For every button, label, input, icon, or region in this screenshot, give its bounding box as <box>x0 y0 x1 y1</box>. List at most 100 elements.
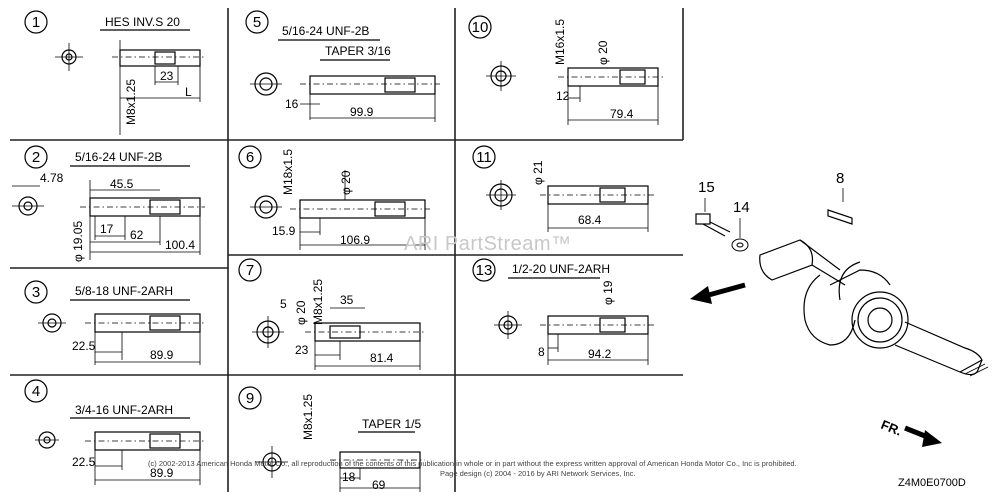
cell-11-number: 11 <box>476 149 492 166</box>
cell-7-label-5: 5 <box>280 297 287 311</box>
cell-4-shaft-drawing <box>35 417 205 485</box>
cell-6-label-m18: M18x1.5 <box>281 149 295 195</box>
cell-3-label-225: 22.5 <box>72 339 96 353</box>
cell-2-number: 2 <box>32 149 40 166</box>
grid-lines <box>10 8 684 492</box>
direction-arrow-icon <box>690 282 746 304</box>
watermark: ARI PartStream™ <box>404 233 572 255</box>
cell-2-label-thread: 5/16-24 UNF-2B <box>75 150 162 164</box>
cell-4-number-badge <box>24 379 48 403</box>
cell-10-number-badge <box>468 15 492 39</box>
cell-9: 9 M8x1.25 TAPER 1/5 18 69 <box>238 386 425 492</box>
exploded-view: 15 14 8 <box>690 170 989 447</box>
cell-7-label-35: 35 <box>340 293 354 307</box>
cell-3-label-899: 89.9 <box>150 348 174 362</box>
cell-6-label-phi: φ 20 <box>339 170 353 195</box>
cell-10-label-m16: M16x1.5 <box>553 19 567 65</box>
cell-11: 11 φ 21 68.4 <box>472 145 655 232</box>
cell-7-label-814: 81.4 <box>370 351 394 365</box>
cell-2: 2 5/16-24 UNF-2B 4.78 45.5 φ 19.05 17 62… <box>12 145 205 262</box>
cell-13-number-badge <box>472 258 496 282</box>
cell-13-shaft-drawing <box>494 277 655 365</box>
cell-3-number-badge <box>24 280 48 304</box>
cell-6-label-159: 15.9 <box>272 224 296 238</box>
cell-1-number-badge <box>24 10 48 34</box>
cell-1-label-hes: HES INV.S 20 <box>105 15 180 29</box>
part-15-number: 15 <box>698 179 715 196</box>
front-arrow-icon <box>904 425 942 447</box>
cell-1-shaft-drawing <box>55 29 205 135</box>
cell-13-number: 13 <box>476 262 493 279</box>
cell-7-label-phi: φ 20 <box>294 300 308 325</box>
cell-2-label-1004: 100.4 <box>165 238 195 252</box>
cell-6-number: 6 <box>246 149 254 166</box>
cell-5: 5 5/16-24 UNF-2B TAPER 3/16 16 99.9 <box>245 10 440 122</box>
cell-3-number: 3 <box>32 284 40 301</box>
cell-1-number: 1 <box>32 14 40 31</box>
cell-5-label-taper: TAPER 3/16 <box>325 44 391 58</box>
cell-13-label-942: 94.2 <box>588 347 612 361</box>
cell-5-label-999: 99.9 <box>350 105 374 119</box>
cell-7: 7 5 35 φ 20 M8x1.25 23 81.4 <box>238 258 425 370</box>
front-label: FR. <box>879 417 904 439</box>
copyright-line-1: (c) 2002-2013 American Honda Motor Co., … <box>148 459 797 468</box>
diagram-code: Z4M0E0700D <box>898 477 966 489</box>
cell-5-number-badge <box>245 10 269 34</box>
cell-4-label-225: 22.5 <box>72 455 96 469</box>
cell-11-label-684: 68.4 <box>578 213 602 227</box>
cell-7-number: 7 <box>246 262 254 279</box>
cell-5-label-16: 16 <box>285 97 299 111</box>
cell-13-label-8: 8 <box>538 345 545 359</box>
cell-5-shaft-drawing <box>250 39 440 122</box>
cell-2-label-455: 45.5 <box>110 177 134 191</box>
cell-13: 13 1/2-20 UNF-2ARH φ 19 8 94.2 <box>472 258 655 365</box>
cell-2-shaft-drawing <box>12 165 205 260</box>
cell-1-label-23: 23 <box>160 69 174 83</box>
cell-3: 3 5/8-18 UNF-2ARH 22.5 89.9 <box>24 280 205 365</box>
cell-4-label-thread: 3/4-16 UNF-2ARH <box>75 403 173 417</box>
cell-11-label-phi: φ 21 <box>531 160 545 185</box>
cell-6-label-1069: 106.9 <box>340 233 370 247</box>
cell-2-number-badge <box>24 145 48 169</box>
cell-10-label-794: 79.4 <box>610 107 634 121</box>
cell-10: 10 M16x1.5 φ 20 12 79.4 <box>468 15 665 125</box>
cell-1-label-l: L <box>185 85 192 99</box>
cell-7-label-m8: M8x1.25 <box>311 279 325 325</box>
cell-11-number-badge <box>472 145 496 169</box>
cell-13-label-thread: 1/2-20 UNF-2ARH <box>512 262 610 276</box>
cell-7-shaft-drawing <box>252 307 425 370</box>
cell-9-label-taper: TAPER 1/5 <box>362 417 421 431</box>
cell-9-label-m8: M8x1.25 <box>301 394 315 440</box>
cell-3-shaft-drawing <box>38 299 205 365</box>
cell-10-number: 10 <box>472 19 489 36</box>
cell-9-number-badge <box>238 386 262 410</box>
cell-5-number: 5 <box>253 14 261 31</box>
cell-6: 6 M18x1.5 φ 20 15.9 106.9 <box>238 145 430 250</box>
cell-5-label-thread: 5/16-24 UNF-2B <box>282 24 369 38</box>
cell-10-label-phi: φ 20 <box>596 40 610 65</box>
cell-4-label-899: 89.9 <box>150 466 174 480</box>
cell-2-label-62: 62 <box>130 228 144 242</box>
cell-9-shaft-drawing <box>256 431 425 492</box>
exploded-parts-drawing <box>695 188 989 377</box>
cell-7-number-badge <box>238 258 262 282</box>
cell-9-label-18: 18 <box>342 470 356 484</box>
part-14-number: 14 <box>733 199 750 216</box>
copyright-line-2: Page design (c) 2004 - 2016 by ARI Netwo… <box>440 469 636 478</box>
cell-2-label-17: 17 <box>100 222 114 236</box>
cell-2-label-phi: φ 19.05 <box>71 221 85 262</box>
cell-7-label-23: 23 <box>295 343 309 357</box>
cell-2-label-478: 4.78 <box>40 171 64 185</box>
part-8-number: 8 <box>836 170 844 187</box>
cell-10-label-12: 12 <box>556 89 570 103</box>
cell-6-shaft-drawing <box>250 170 430 250</box>
cell-1-label-m8: M8x1.25 <box>124 79 138 125</box>
cell-6-number-badge <box>238 145 262 169</box>
cell-3-label-thread: 5/8-18 UNF-2ARH <box>75 284 173 298</box>
cell-4-number: 4 <box>32 383 40 400</box>
cell-11-shaft-drawing <box>486 180 655 232</box>
cell-9-label-69: 69 <box>372 478 386 492</box>
cell-10-shaft-drawing <box>486 61 665 125</box>
cell-9-number: 9 <box>246 390 254 407</box>
